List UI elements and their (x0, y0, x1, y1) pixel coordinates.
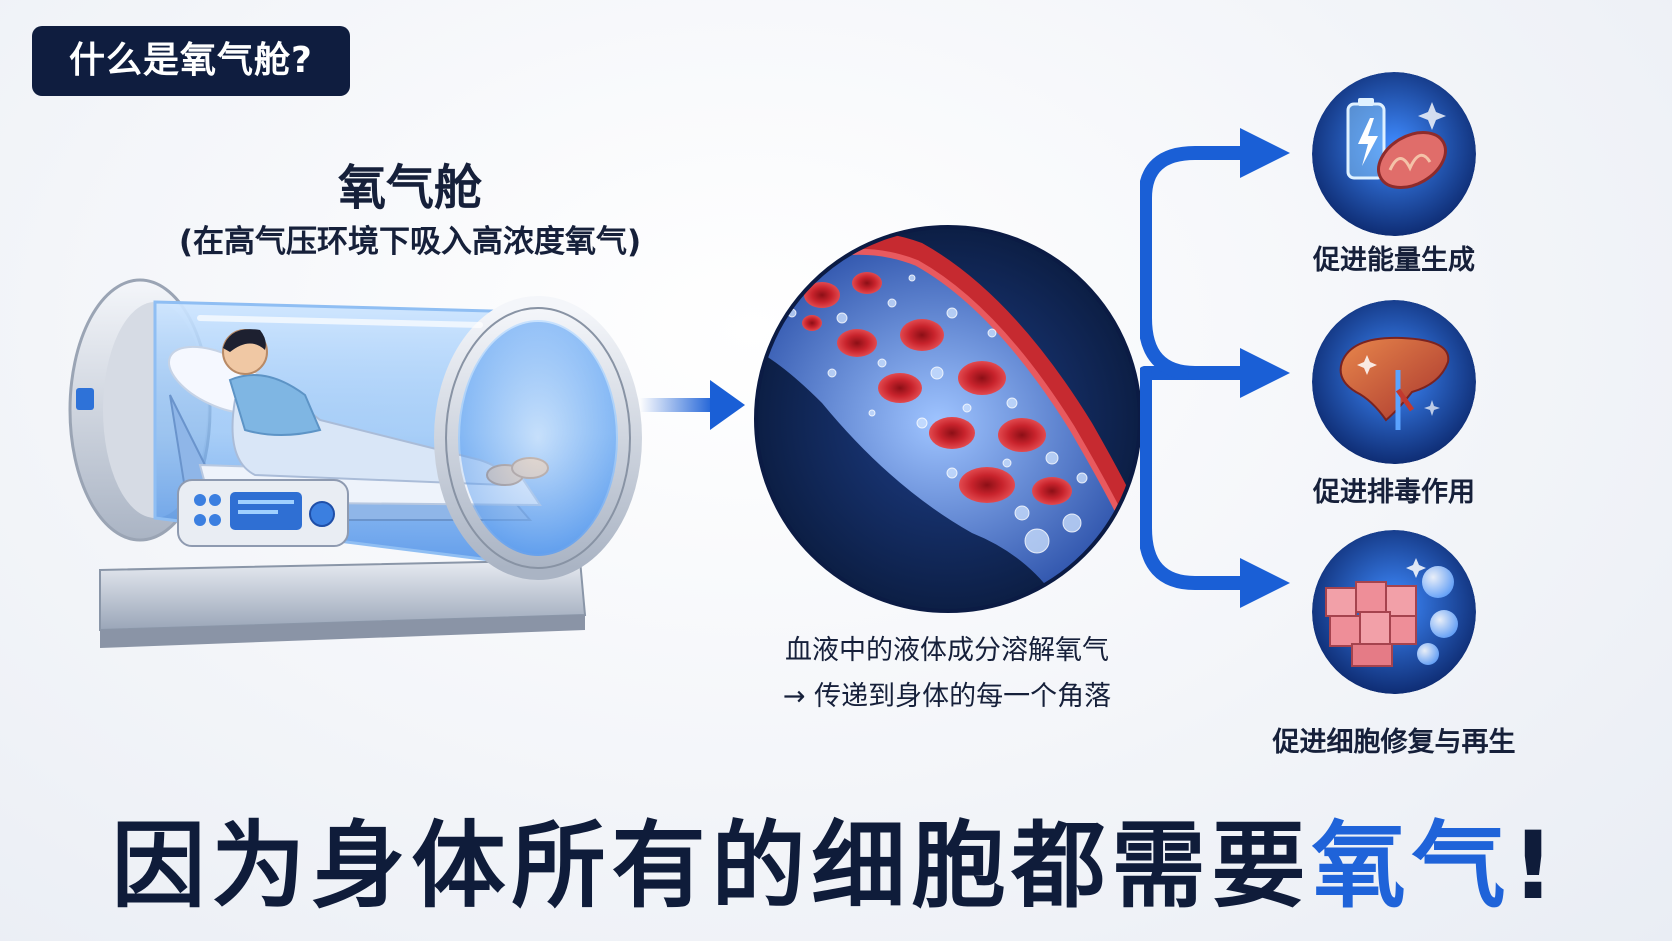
chamber-title: 氧气舱 (337, 160, 482, 216)
blood-caption: 血液中的液体成分溶解氧气 → 传递到身体的每一个角落 (712, 628, 1182, 720)
blood-caption-line1: 血液中的液体成分溶解氧气 (785, 635, 1109, 666)
arrow-right-icon (640, 380, 745, 430)
blood-vessel-illustration (754, 225, 1142, 613)
oxygen-chamber-illustration (68, 278, 642, 648)
battery-mitochondria-icon (1312, 72, 1476, 236)
benefit-detox-label: 促进排毒作用 (1313, 477, 1475, 508)
blood-caption-line2: → 传递到身体的每一个角落 (782, 681, 1112, 712)
headline-accent: 氧气 (1311, 812, 1512, 921)
benefit-energy-label: 促进能量生成 (1313, 245, 1475, 276)
liver-icon (1312, 300, 1476, 464)
chamber-subtitle: (在高气压环境下吸入高浓度氧气) (178, 224, 642, 260)
benefit-repair (1312, 530, 1476, 694)
benefit-repair-label: 促进细胞修复与再生 (1272, 727, 1516, 758)
headline-end: ! (1511, 812, 1561, 921)
benefit-detox (1312, 300, 1476, 464)
branch-arrows-icon (1140, 128, 1290, 608)
headline: 因为身体所有的细胞都需要氧气! (0, 790, 1672, 926)
headline-main: 因为身体所有的细胞都需要 (111, 812, 1312, 921)
tissue-cells-icon (1312, 530, 1476, 694)
benefit-energy (1312, 72, 1476, 236)
question-badge: 什么是氧气舱? (32, 26, 350, 96)
